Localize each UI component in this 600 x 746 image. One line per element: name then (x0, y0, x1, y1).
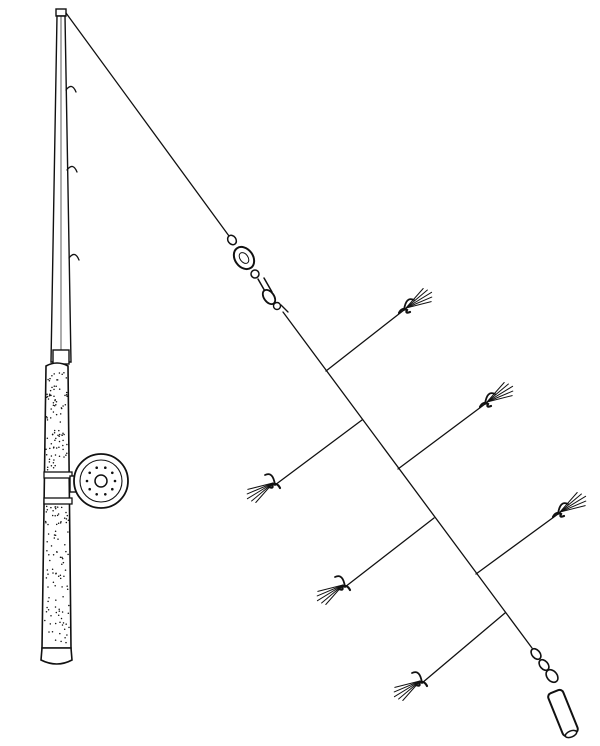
main-line-lower (282, 311, 533, 649)
reel-icon (69, 453, 129, 509)
line-guide (65, 85, 77, 93)
reel-holes (85, 466, 117, 496)
cork-texture (44, 372, 70, 644)
dropper (325, 288, 433, 372)
fly-icon (397, 288, 433, 315)
reel-inner-rim (79, 459, 123, 503)
dropper-lines (246, 288, 587, 701)
fly-icon (393, 671, 429, 701)
fly-icon (316, 575, 352, 605)
fishing-rod-icon (40, 8, 80, 665)
reel-seat-band (43, 497, 73, 505)
fly-icon (551, 492, 587, 519)
fly-icon (246, 473, 282, 503)
dropper (475, 492, 587, 575)
sinker-icon (530, 647, 579, 739)
cork-handle (41, 362, 72, 649)
reel-hub (94, 474, 108, 488)
dropper (246, 419, 363, 503)
swivel-icon (226, 234, 289, 313)
dropper (397, 382, 514, 470)
rod-tip-cap (55, 8, 67, 17)
butt-cap (40, 647, 73, 665)
rod-ferrule (52, 349, 70, 365)
line-guide (66, 165, 78, 173)
line-guide (68, 253, 80, 261)
reel-seat-band (43, 471, 73, 479)
dropper (316, 517, 435, 605)
main-line-upper (65, 12, 230, 237)
dropper (393, 612, 506, 701)
fly-icon (478, 382, 514, 409)
